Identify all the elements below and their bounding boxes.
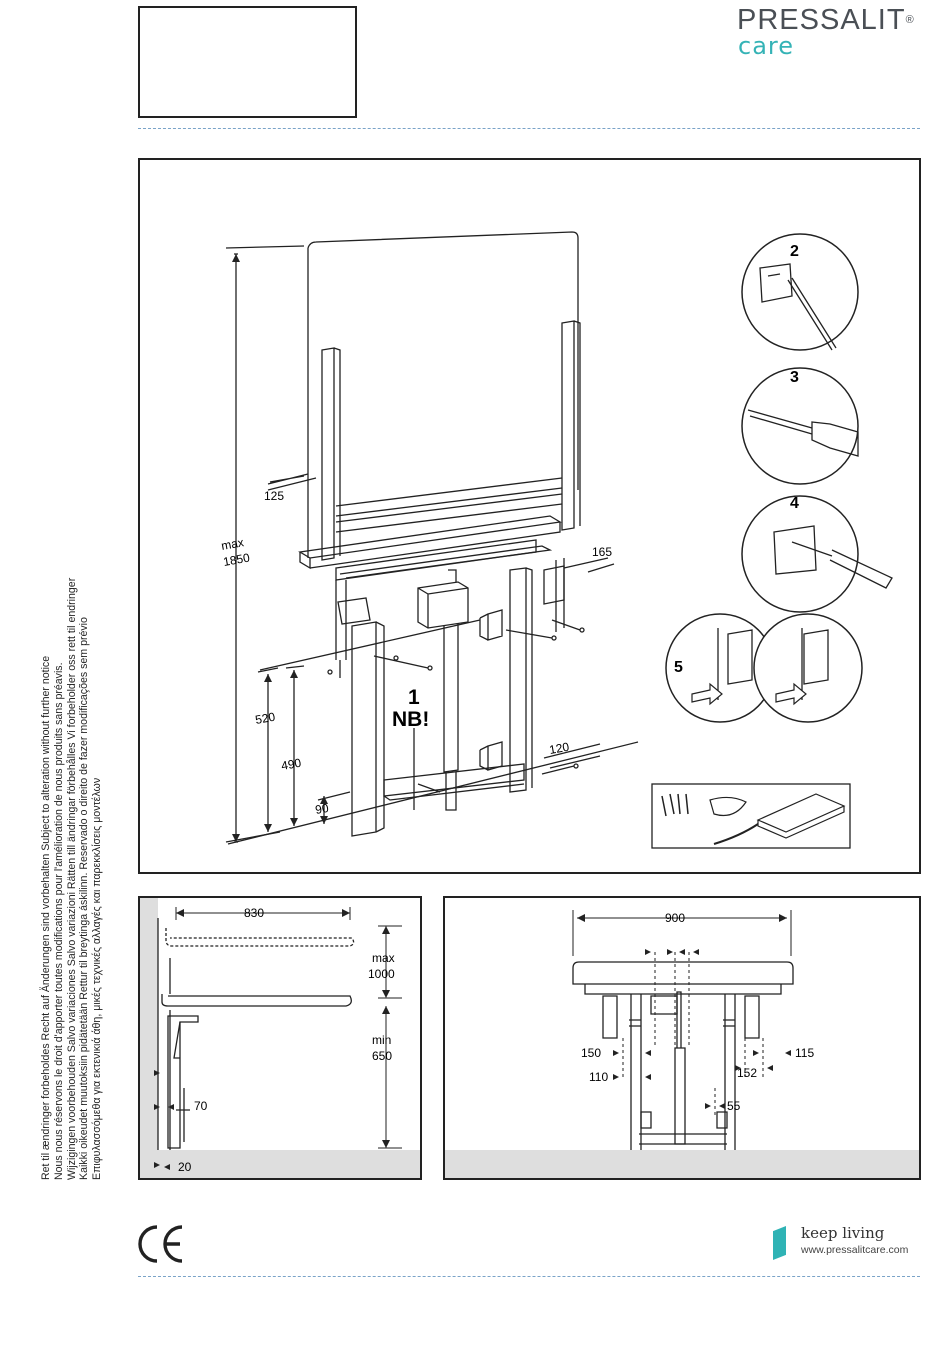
brand-mark	[773, 1226, 786, 1260]
dim-max-label: max	[372, 951, 395, 965]
step-3-number: 3	[790, 369, 799, 386]
website: www.pressalitcare.com	[801, 1244, 909, 1256]
dim-900: 900	[665, 911, 685, 925]
dim-55: 55	[727, 1099, 741, 1113]
dim-490: 490	[280, 756, 302, 773]
step-3-detail: 3	[741, 367, 859, 485]
brand-logo-sub: care	[738, 32, 795, 60]
parts-kit	[651, 783, 851, 849]
dim-165: 165	[592, 545, 612, 559]
dim-150: 150	[581, 1046, 601, 1060]
notice-line: Wijzigingen voorbehouden Salvo variacion…	[65, 577, 78, 1180]
callout-nb: NB!	[392, 708, 429, 731]
dim-110: 110	[589, 1070, 608, 1084]
dim-max-label: max	[220, 535, 245, 553]
dim-min-value: 650	[372, 1049, 392, 1063]
dim-120: 120	[548, 740, 570, 757]
step-4-number: 4	[790, 495, 799, 512]
dim-90: 90	[314, 801, 330, 817]
notice-line: Kaikki oikeudet muutoksiin pidätetään Re…	[78, 617, 91, 1180]
assembly-illustration: max 1850 125 165 520 490 90 120 1 NB! 2 …	[220, 231, 893, 849]
brand-logo: PRESSALIT®	[737, 4, 915, 36]
notice-line: Nous nous réservons le droit d'apporter …	[52, 662, 65, 1180]
tagline: keep living	[801, 1224, 885, 1242]
dim-152: 152	[737, 1066, 757, 1080]
dim-max-value: 1000	[368, 967, 395, 981]
svg-text:CE: CE	[138, 1224, 140, 1225]
front-view-panel: 900 150 110 152 115 55	[443, 896, 921, 1180]
dim-125: 125	[264, 489, 284, 503]
main-assembly-panel: max 1850 125 165 520 490 90 120 1 NB! 2 …	[138, 158, 921, 874]
dim-min-label: min	[372, 1033, 391, 1047]
front-view-illustration: 900 150 110 152 115 55	[445, 910, 919, 1178]
notice-line: Ret til ændringer forbeholdes Recht auf …	[40, 655, 52, 1180]
dim-830: 830	[244, 906, 264, 920]
dim-max-value: 1850	[222, 550, 251, 568]
side-view-illustration: 830 max 1000 min 650 70 20	[140, 898, 420, 1178]
side-view-panel: 830 max 1000 min 650 70 20	[138, 896, 422, 1180]
step-5-detail: 5	[665, 613, 863, 723]
footer-divider	[138, 1276, 920, 1277]
header-label-box	[138, 6, 357, 118]
dim-70: 70	[194, 1099, 208, 1113]
step-4-detail: 4	[741, 495, 893, 613]
step-2-detail: 2	[741, 233, 859, 351]
step-2-number: 2	[790, 243, 799, 260]
step-5-number: 5	[674, 659, 683, 676]
notice-line: Επιφυλασσόμεθα για εκτενικιά άθη, μικές …	[91, 777, 104, 1180]
ce-mark: CE	[138, 1224, 183, 1263]
callout-step-1: 1	[408, 686, 420, 709]
dim-115: 115	[795, 1046, 814, 1060]
dim-20: 20	[178, 1160, 192, 1174]
dim-520: 520	[254, 710, 276, 727]
header-divider	[138, 128, 920, 129]
